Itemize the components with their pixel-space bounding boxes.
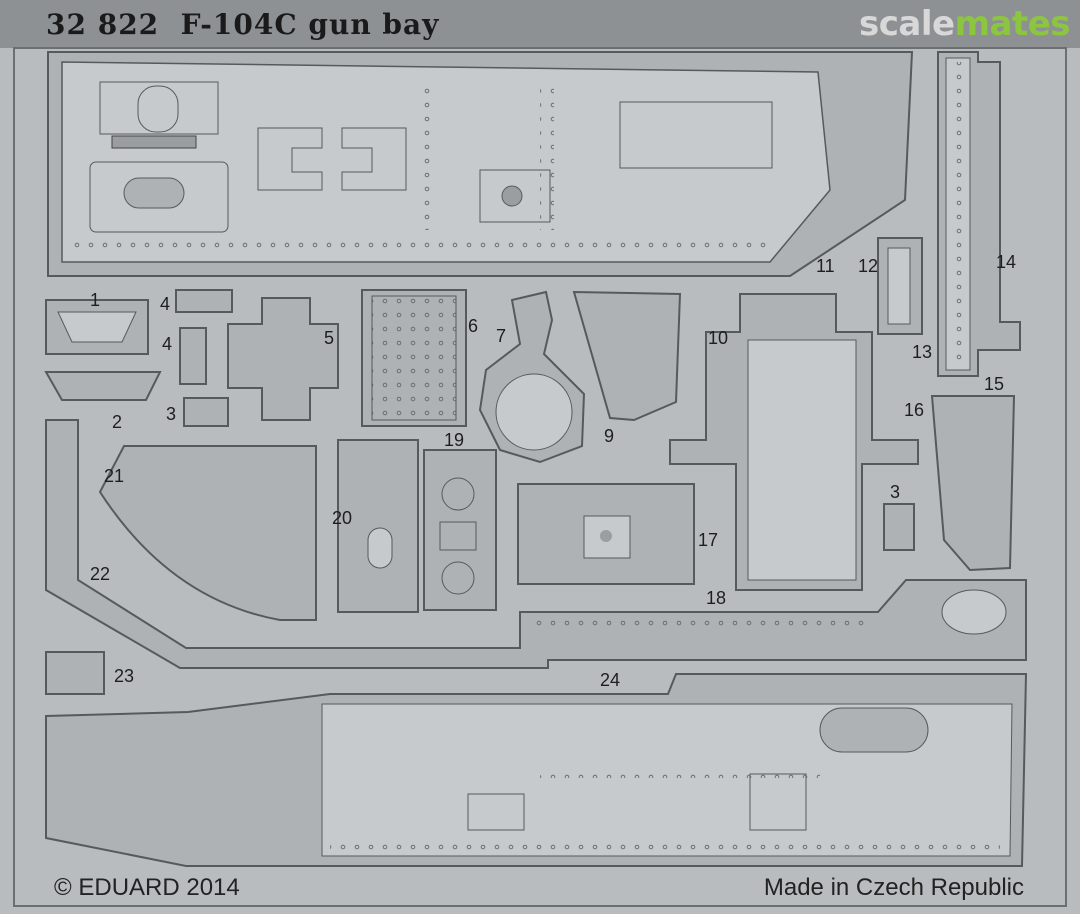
part-label: 21 (104, 466, 124, 486)
part-21 (98, 445, 317, 621)
part-labels: 1 2 3 4 4 5 6 7 9 10 11 12 13 14 15 16 1… (90, 252, 1016, 690)
part-14 (937, 51, 1021, 377)
part-12-13 (877, 237, 923, 335)
part-19-20 (337, 439, 497, 613)
part-9 (572, 290, 682, 422)
part-6 (361, 289, 467, 427)
part-label: 11 (816, 256, 835, 276)
part-10 (669, 293, 919, 591)
part-label: 23 (114, 666, 134, 686)
part-18-22 (45, 419, 1027, 669)
part-label: 22 (90, 564, 110, 584)
part-label: 3 (166, 404, 176, 424)
part-label: 13 (912, 342, 932, 362)
fret-title: 32 822 F-104C gun bay (46, 8, 440, 41)
part-24 (45, 673, 1028, 867)
origin-text: Made in Czech Republic (763, 874, 1024, 901)
part-label: 19 (444, 430, 464, 450)
fret-frame (13, 47, 1067, 907)
part-label: 20 (332, 508, 352, 528)
part-label: 16 (904, 400, 924, 420)
part-label: 15 (984, 374, 1004, 394)
part-label: 6 (468, 316, 478, 336)
part-label: 4 (160, 294, 170, 314)
copyright-text: © EDUARD 2014 (54, 874, 240, 901)
part-label: 2 (112, 412, 122, 432)
part-label: 9 (604, 426, 614, 446)
part-label: 7 (496, 326, 506, 346)
logo-part-mates: mates (954, 4, 1071, 44)
small-parts-1-4 (44, 289, 233, 427)
logo-part-scale: scale (859, 4, 955, 44)
part-label: 24 (600, 670, 620, 690)
part-23 (45, 651, 105, 695)
part-label: 14 (996, 252, 1016, 272)
part-label: 5 (324, 328, 334, 348)
part-label: 17 (698, 530, 718, 550)
part-label: 1 (90, 290, 100, 310)
part-17 (517, 483, 695, 585)
part-15-16 (930, 395, 1016, 572)
part-label: 3 (890, 482, 900, 502)
part-label: 4 (162, 334, 172, 354)
part-5 (227, 297, 339, 421)
part-11 (47, 51, 914, 277)
header-bar (0, 0, 1080, 48)
part-label: 12 (858, 256, 878, 276)
scalemates-logo: scalemates (859, 4, 1070, 44)
part-3b (883, 503, 915, 551)
part-label: 10 (708, 328, 728, 348)
part-7 (478, 290, 586, 464)
part-label: 18 (706, 588, 726, 608)
